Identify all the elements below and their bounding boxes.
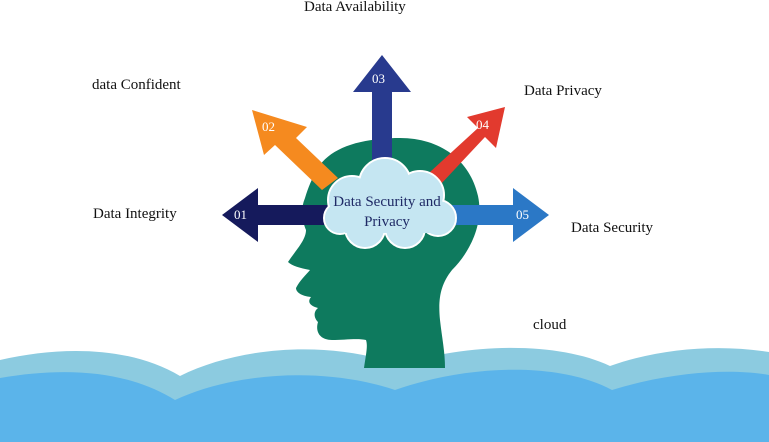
arrow-04 xyxy=(430,107,505,185)
arrow-02-number: 02 xyxy=(262,119,275,134)
wave-front xyxy=(0,369,769,442)
label-data-privacy: Data Privacy xyxy=(524,83,602,99)
arrow-03 xyxy=(353,55,411,170)
label-data-confident: data Confident xyxy=(92,77,181,93)
label-data-availability: Data Availability xyxy=(304,0,406,15)
label-cloud: cloud xyxy=(533,317,567,333)
arrow-03-number: 03 xyxy=(372,71,385,86)
arrow-05-number: 05 xyxy=(516,207,529,222)
label-data-security: Data Security xyxy=(571,220,654,236)
arrow-02 xyxy=(252,110,338,190)
center-title-line2: Privacy xyxy=(364,214,410,230)
center-title: Data Security and Privacy xyxy=(322,192,452,232)
label-data-integrity: Data Integrity xyxy=(93,206,177,222)
center-title-line1: Data Security and xyxy=(333,194,441,210)
arrow-01-number: 01 xyxy=(234,207,247,222)
arrow-04-number: 04 xyxy=(476,117,489,132)
arrow-01 xyxy=(222,188,340,242)
arrow-05 xyxy=(445,188,549,242)
